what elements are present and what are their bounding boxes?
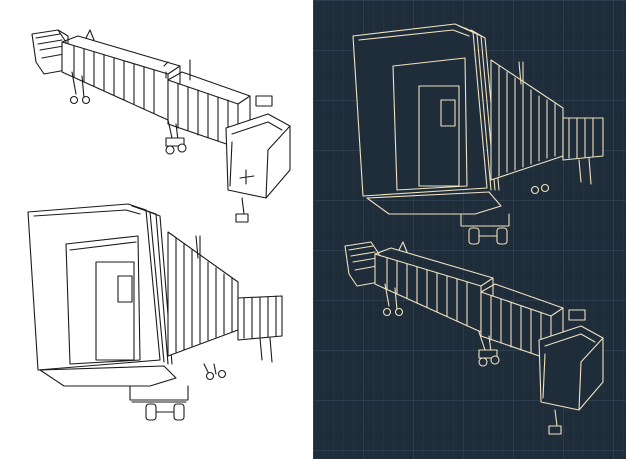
blueprint-drawing-panel — [313, 0, 626, 459]
blueprint-drawings-canvas — [313, 0, 626, 459]
blueprint-overview-drawing — [344, 241, 604, 435]
closeup-tunnel-ribs — [175, 237, 233, 353]
light-drawing-panel — [27, 29, 291, 421]
light-drawings-canvas — [27, 29, 291, 421]
jet-bridge-door-closeup-drawing — [27, 203, 283, 421]
blueprint-door-closeup-drawing — [352, 23, 604, 245]
tunnel-ribs-1 — [73, 45, 155, 114]
jet-bridge-overview-drawing — [31, 29, 291, 223]
tunnel-ribs-2 — [177, 83, 229, 146]
